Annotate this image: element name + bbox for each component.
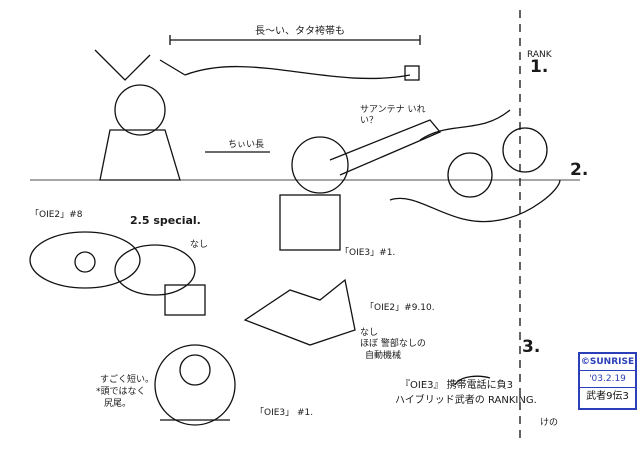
short-tail-2: *頭ではなく	[96, 387, 146, 397]
robot-round	[154, 344, 236, 426]
stamp-title: 武者9伝3	[586, 391, 629, 402]
creature-oie2	[29, 231, 196, 296]
stamp-brand: ©SUNRISE	[580, 354, 635, 371]
label-oie3-1a: 「OIE3」#1.	[340, 248, 396, 258]
short-note: ちぃい長	[228, 140, 265, 150]
sunrise-stamp: ©SUNRISE '03.2.19 武者9伝3	[578, 352, 637, 410]
short-tail-3: 尻尾。	[104, 399, 132, 409]
bracket	[454, 375, 491, 386]
auto-note-2: 自動機械	[365, 351, 402, 361]
stamp-date: '03.2.19	[580, 371, 635, 388]
label-oie2-8: 「OIE2」#8	[30, 210, 83, 220]
rank-1: 1.	[530, 57, 549, 77]
robots-3	[389, 109, 561, 223]
nashi-2: なし	[360, 328, 379, 338]
flag-sketch	[164, 284, 206, 316]
rank-3: 3.	[522, 337, 541, 357]
top-note: 長〜い、タタ袴帯も	[255, 26, 345, 37]
antenna-note: サアンテナ いれい？	[360, 105, 426, 126]
auto-note-1: ほぼ 警部なしの	[360, 339, 426, 349]
rank-2: 2.	[570, 160, 589, 180]
machine-sketch	[243, 278, 356, 346]
label-oie2-910: 「OIE2」#9.10.	[365, 303, 435, 313]
ranking-note-1: 『OIE3』 携帯電話に負3	[400, 380, 514, 391]
length-arrow	[169, 35, 421, 45]
initials: けの	[540, 418, 559, 428]
short-tail-1: すごく短い。	[100, 375, 155, 385]
robot-1	[94, 49, 420, 181]
rank-label: RANK	[527, 50, 552, 60]
nashi-1: なし	[190, 240, 209, 250]
ranking-note-2: ハイブリッド武者の RANKING.	[395, 395, 537, 406]
label-oie3-1b: 「OIE3」 #1.	[255, 408, 314, 418]
special-label: 2.5 special.	[130, 214, 201, 227]
robot-2	[279, 119, 442, 251]
